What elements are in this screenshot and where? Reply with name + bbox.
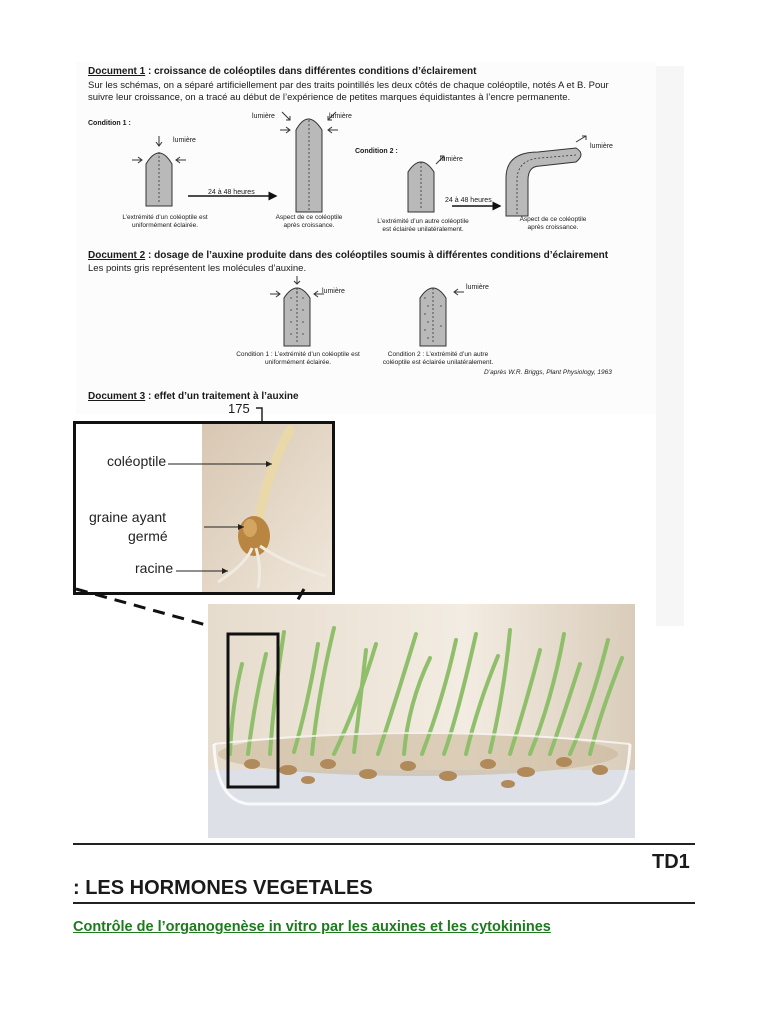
doc1-light-label-1: lumière (173, 137, 196, 144)
td-label: TD1 (652, 851, 690, 873)
doc1-diagram (132, 111, 587, 217)
page-number: 175 (228, 401, 250, 416)
doc2-heading-prefix: Document 2 (88, 250, 146, 261)
doc1-caption-1: L’extrémité d’un coléoptile est uniformé… (110, 214, 220, 230)
doc3-heading-prefix: Document 3 (88, 391, 146, 402)
light-arrow-icon (155, 136, 163, 147)
doc2-heading-text: : dosage de l’auxine produite dans des c… (145, 250, 609, 261)
doc1-heading-prefix: Document 1 (88, 66, 146, 77)
doc1-caption-2: Aspect de ce coléoptile après croissance… (264, 214, 354, 230)
doc1-caption-1b: uniformément éclairée. (131, 222, 199, 229)
doc1-heading-text: : croissance de coléoptiles dans différe… (145, 66, 477, 77)
light-arrow-icon (281, 111, 291, 121)
doc1-caption-4a: Aspect de ce coléoptile (519, 216, 587, 223)
doc1-caption-3b: est éclairée unilatéralement. (382, 226, 464, 233)
light-arrow-icon (293, 276, 301, 285)
doc2-source: D’après W.R. Briggs, Plant Physiology, 1… (484, 369, 612, 376)
doc1-light-label-5: lumière (590, 143, 613, 150)
doc2-text-line1: Les points gris représentent les molécul… (88, 263, 307, 274)
short-coleoptile-1 (145, 152, 173, 207)
petri-dish-photo (208, 604, 635, 838)
scan-edge (656, 66, 684, 626)
sprouts (228, 626, 624, 756)
seeds (244, 757, 608, 788)
doc1-duration-2: 24 à 48 heures (445, 197, 492, 204)
light-arrow-icon (132, 156, 143, 164)
label-coleoptile: coléoptile (107, 453, 167, 469)
light-arrow-icon (327, 111, 337, 121)
doc1-caption-3a: L’extrémité d’un autre coléoptile (377, 218, 469, 225)
doc1-text-line2: suivre leur croissance, on a tracé au dé… (88, 92, 571, 103)
zoom-inset (73, 421, 335, 595)
glass-dish (212, 743, 632, 806)
label-seed-line2: germé (128, 528, 168, 544)
light-arrow-icon (270, 290, 281, 298)
doc2-caption-1b: uniformément éclairée. (264, 359, 332, 366)
bottom-rule (73, 902, 695, 904)
doc1-text-line1: Sur les schémas, on a séparé artificiell… (88, 80, 609, 91)
page-title: : LES HORMONES VEGETALES (73, 877, 373, 899)
doc1-caption-2a: Aspect de ce coléoptile (275, 214, 343, 221)
doc2-heading: Document 2 : dosage de l’auxine produite… (88, 250, 608, 261)
label-root: racine (135, 560, 174, 576)
seedling-photo (168, 424, 332, 592)
doc1-caption-4: Aspect de ce coléoptile après croissance… (508, 216, 598, 232)
doc1-condition2-label: Condition 2 : (355, 148, 398, 155)
doc2-caption-2b: coléoptile est éclairée unilatéralement. (382, 359, 494, 366)
bent-coleoptile (505, 147, 582, 217)
label-seed-line1: graine ayant (89, 509, 167, 525)
root (217, 547, 254, 584)
doc2-caption-2a: Condition 2 : L’extrémité d’un autre (387, 351, 489, 358)
doc1-light-label-2: lumière (252, 113, 275, 120)
doc1-caption-2b: après croissance. (283, 222, 335, 229)
light-arrow-icon (313, 290, 324, 298)
light-arrow-icon (327, 126, 338, 134)
light-arrow-icon (280, 126, 291, 134)
doc2-caption-2: Condition 2 : L’extrémité d’un autre col… (378, 351, 498, 367)
doc1-heading: Document 1 : croissance de coléoptiles d… (88, 66, 476, 77)
light-arrow-icon (435, 155, 445, 165)
section-link[interactable]: Contrôle de l’organogenèse in vitro par … (73, 919, 551, 935)
doc3-heading: Document 3 : effet d’un traitement à l’a… (88, 391, 299, 402)
scanned-document (76, 62, 656, 414)
doc2-light-label-2: lumière (466, 284, 489, 291)
doc2-caption-1a: Condition 1 : L’extrémité d’un coléoptil… (236, 351, 360, 358)
light-arrow-icon (175, 156, 186, 164)
coleoptile-shoot (253, 425, 295, 529)
doc2-caption-1: Condition 1 : L’extrémité d’un coléoptil… (228, 351, 368, 367)
page-number-marker (256, 407, 263, 422)
doc1-caption-4b: après croissance. (527, 224, 579, 231)
doc1-light-label-3: lumière (329, 113, 352, 120)
doc1-duration-1: 24 à 48 heures (208, 189, 255, 196)
seedlings-in-dish (208, 604, 635, 838)
doc1-condition1-label: Condition 1 : (88, 120, 131, 127)
doc1-caption-1a: L’extrémité d’un coléoptile est (122, 214, 208, 221)
doc1-light-label-4: lumière (440, 156, 463, 163)
zoom-selection-box (226, 632, 280, 789)
light-arrow-icon (453, 288, 464, 296)
doc2-light-label-1: lumière (322, 288, 345, 295)
doc2-diagram (270, 276, 464, 347)
light-arrow-icon (575, 135, 587, 143)
doc1-caption-3: L’extrémité d’un autre coléoptile est éc… (368, 218, 478, 234)
doc3-heading-text: : effet d’un traitement à l’auxine (145, 391, 299, 402)
top-rule (73, 843, 695, 845)
